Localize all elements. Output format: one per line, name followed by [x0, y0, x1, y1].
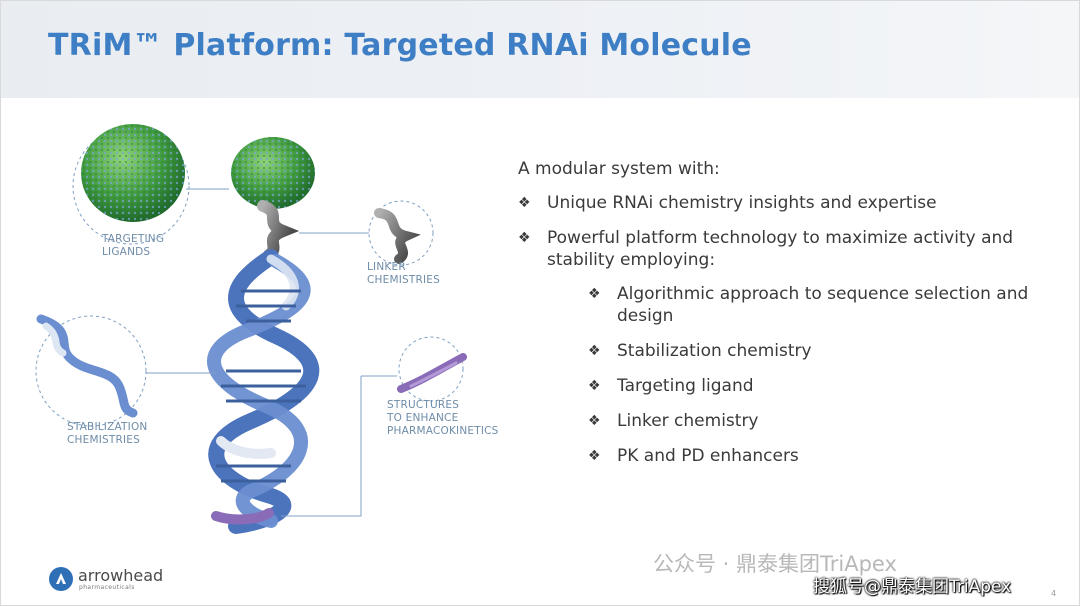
diamond-cluster-icon: ❖ — [588, 343, 601, 359]
label-line: STRUCTURES — [387, 399, 460, 411]
subbullet-text: Targeting ligand — [617, 376, 754, 396]
arrowhead-logo-icon — [49, 567, 73, 591]
logo-name: arrowhead — [78, 566, 164, 585]
bullet-list: ❖ Unique RNAi chemistry insights and exp… — [518, 192, 1058, 467]
subbullet-text: PK and PD enhancers — [617, 446, 799, 466]
subbullet-item: ❖ Stabilization chemistry — [588, 340, 1058, 362]
targeting-ligand-callout — [72, 124, 229, 245]
subbullet-item: ❖ PK and PD enhancers — [588, 445, 1058, 467]
ligand-top — [231, 137, 315, 209]
subbullet-item: ❖ Algorithmic approach to sequence selec… — [588, 283, 1058, 327]
subbullet-text: Linker chemistry — [617, 411, 759, 431]
intro-text: A modular system with: — [518, 159, 720, 179]
content-panel: A modular system with: ❖ Unique RNAi che… — [518, 158, 1058, 480]
subbullet-text: Algorithmic approach to sequence selecti… — [617, 284, 1029, 326]
label-line: TARGETING — [102, 233, 165, 245]
sohu-watermark: 搜狐号@鼎泰集团TriApex — [813, 577, 1012, 597]
double-helix — [207, 249, 320, 534]
bullet-text: Unique RNAi chemistry insights and exper… — [547, 193, 937, 213]
diamond-cluster-icon: ❖ — [588, 413, 601, 429]
diamond-cluster-icon: ❖ — [588, 286, 601, 302]
label-line: CHEMISTRIES — [67, 434, 140, 446]
subbullet-text: Stabilization chemistry — [617, 341, 812, 361]
logo-subtitle: pharmaceuticals — [79, 584, 135, 591]
bullet-item: ❖ Unique RNAi chemistry insights and exp… — [518, 192, 1058, 214]
subbullet-list: ❖ Algorithmic approach to sequence selec… — [588, 283, 1058, 467]
label-line: TO ENHANCE — [387, 412, 459, 424]
arrowhead-logo: arrowhead pharmaceuticals — [48, 566, 188, 596]
label-line: LIGANDS — [102, 246, 151, 258]
label-targeting-ligands: TARGETING LIGANDS — [102, 233, 164, 259]
label-stabilization-chemistries: STABILIZATION CHEMISTRIES — [67, 421, 147, 447]
subbullet-item: ❖ Targeting ligand — [588, 375, 1058, 397]
molecule-diagram — [35, 124, 467, 534]
stabilization-callout — [35, 314, 216, 427]
diamond-cluster-icon: ❖ — [518, 195, 531, 211]
label-line: STABILIZATION — [67, 421, 148, 433]
label-structures-pk: STRUCTURES TO ENHANCE PHARMACOKINETICS — [387, 399, 499, 438]
slide-title: TRiM™ Platform: Targeted RNAi Molecule — [48, 28, 752, 63]
diamond-cluster-icon: ❖ — [588, 378, 601, 394]
wechat-watermark: 公众号 · 鼎泰集团TriApex — [653, 552, 897, 576]
linker — [257, 200, 300, 261]
pk-structures-callout — [281, 336, 467, 517]
page-number: 4 — [1051, 589, 1057, 598]
bullet-text: Powerful platform technology to maximize… — [547, 228, 1014, 270]
diamond-cluster-icon: ❖ — [588, 448, 601, 464]
linker-chemistries-callout — [299, 200, 434, 266]
diamond-cluster-icon: ❖ — [518, 230, 531, 246]
label-line: PHARMACOKINETICS — [387, 425, 499, 437]
label-line: CHEMISTRIES — [367, 274, 440, 286]
label-linker-chemistries: LINKER CHEMISTRIES — [367, 261, 440, 287]
subbullet-item: ❖ Linker chemistry — [588, 410, 1058, 432]
title-band — [1, 1, 1079, 98]
bullet-item: ❖ Powerful platform technology to maximi… — [518, 227, 1058, 467]
label-line: LINKER — [367, 261, 406, 273]
trim-molecule-illustration: TARGETING LIGANDS LINKER CHEMISTRIES STA… — [1, 101, 511, 541]
